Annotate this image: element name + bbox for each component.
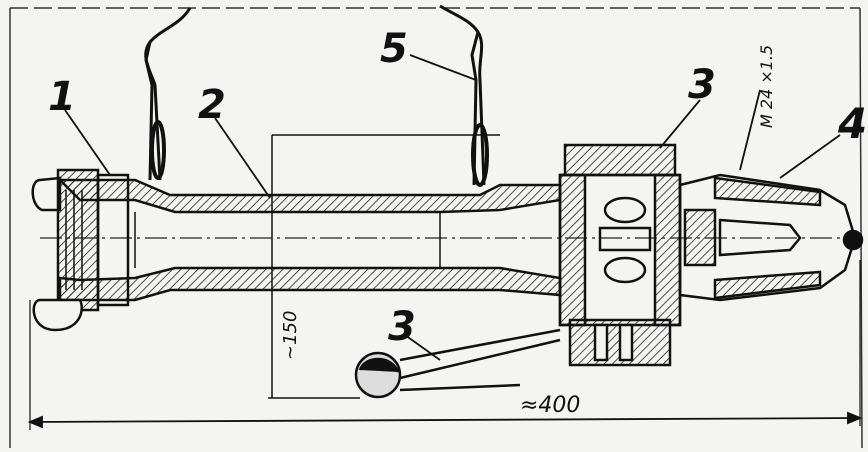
callout-3-top: 3: [688, 62, 716, 108]
lifting-slings: [144, 4, 489, 187]
callout-4: 4: [837, 99, 867, 148]
overall-length-label: ≈400: [520, 393, 580, 418]
callout-2: 2: [198, 82, 226, 128]
callout-5: 5: [380, 26, 408, 72]
outlet-nozzle: [678, 173, 864, 302]
leader-lines: [64, 54, 841, 361]
valve-body: [558, 143, 682, 367]
coupling-nut: [31, 168, 130, 332]
callout-3-bottom: 3: [388, 304, 416, 350]
thread-note: M 24 ×1.5: [757, 45, 776, 128]
height-label: ~150: [280, 311, 301, 360]
callout-1: 1: [48, 74, 76, 120]
hose-body: [56, 178, 562, 302]
valve-handwheel: [354, 328, 561, 399]
height-dimension: [268, 134, 500, 399]
page-frame: [9, 7, 863, 449]
length-dimension: [27, 260, 863, 430]
